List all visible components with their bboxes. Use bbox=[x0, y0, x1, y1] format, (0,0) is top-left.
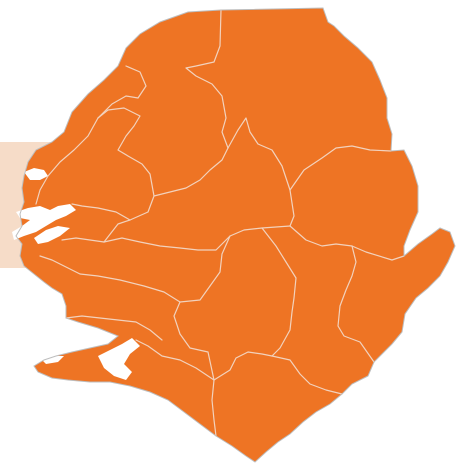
country-outline bbox=[16, 8, 455, 462]
country-border bbox=[15, 7, 456, 463]
border bbox=[271, 355, 343, 395]
border bbox=[71, 203, 131, 221]
island bbox=[40, 356, 64, 364]
border bbox=[65, 315, 163, 341]
border bbox=[103, 147, 229, 243]
border bbox=[185, 9, 229, 149]
border bbox=[103, 225, 291, 251]
estuary-river bbox=[34, 226, 70, 244]
estuary-north bbox=[24, 168, 48, 180]
border bbox=[135, 339, 215, 381]
border bbox=[289, 225, 405, 261]
estuary-west bbox=[12, 204, 76, 240]
estuary-south bbox=[98, 338, 140, 380]
border bbox=[97, 65, 147, 119]
border bbox=[213, 227, 297, 381]
border bbox=[35, 117, 99, 205]
border bbox=[211, 379, 217, 437]
border bbox=[337, 245, 375, 363]
border bbox=[289, 145, 392, 191]
border bbox=[61, 237, 105, 243]
border bbox=[227, 117, 295, 227]
border bbox=[39, 255, 181, 303]
district-borders bbox=[35, 9, 405, 437]
border bbox=[97, 107, 155, 197]
